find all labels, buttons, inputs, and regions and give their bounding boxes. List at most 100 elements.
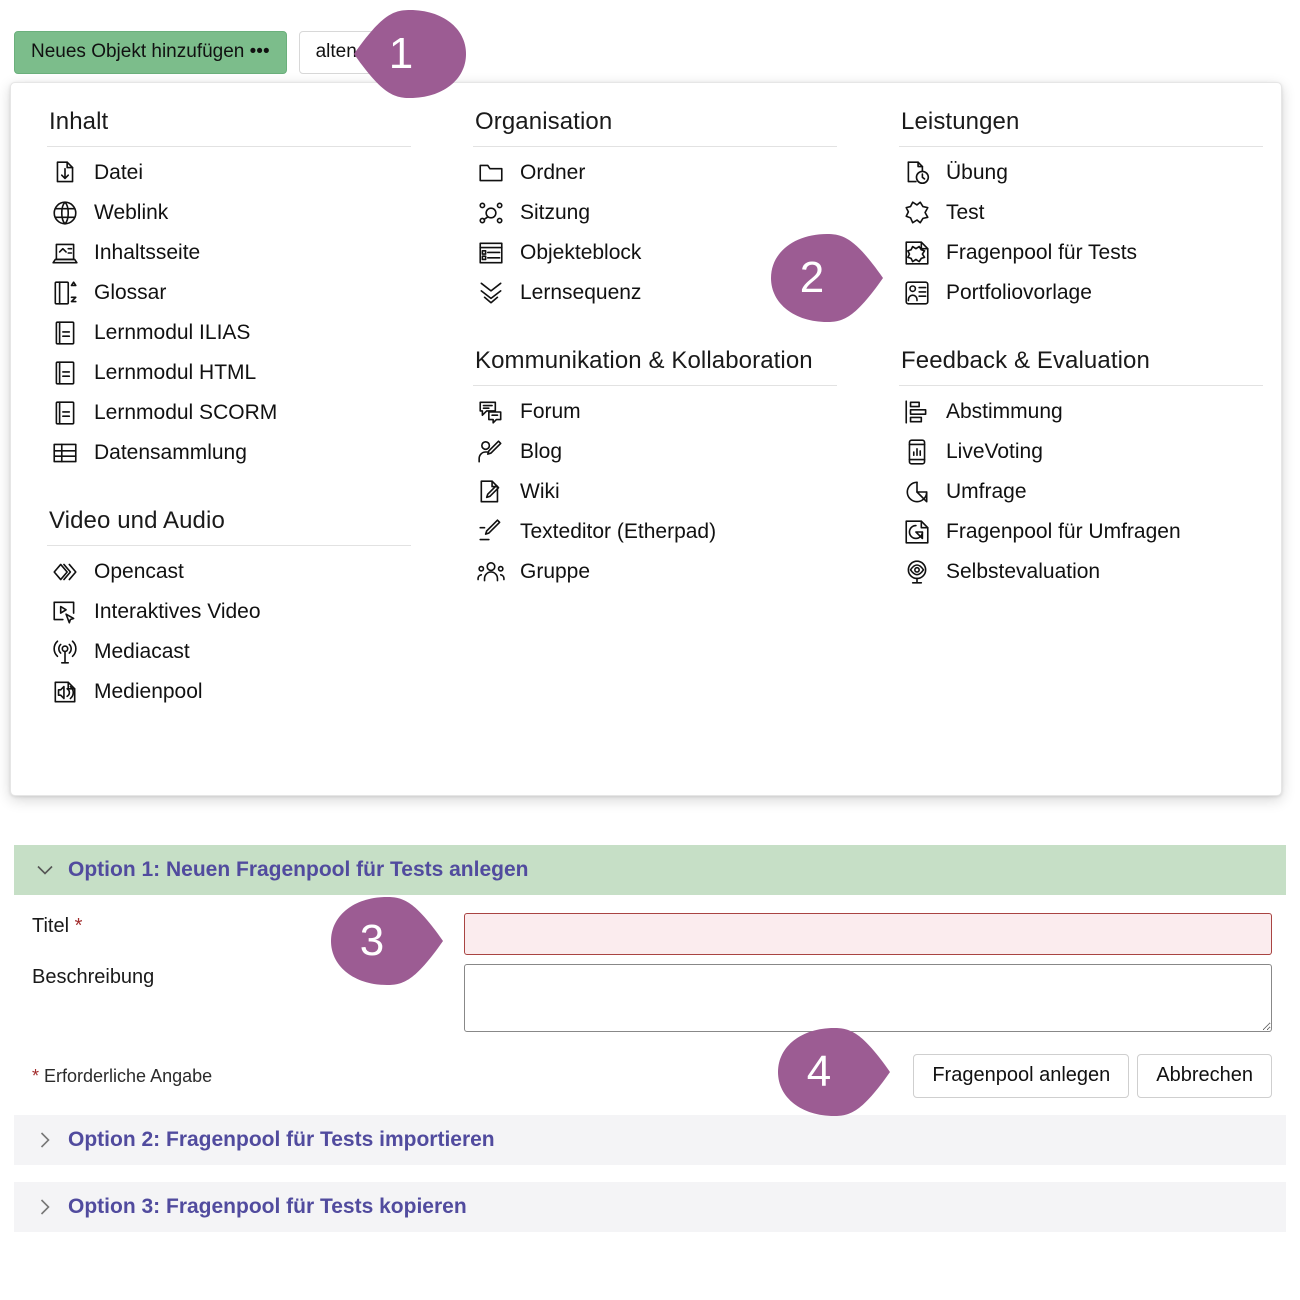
title-label: Titel * [32,915,83,937]
field-row-description: Beschreibung [14,964,1286,1032]
menu-item-label: Datensammlung [94,441,247,464]
accordion-header-option-2[interactable]: Option 2: Fragenpool für Tests importier… [14,1115,1286,1165]
menu-item-fragenpool-f-r-tests[interactable]: Fragenpool für Tests [899,233,1263,273]
divider [47,146,411,147]
speaker-sound-icon [51,678,79,706]
menu-item-label: Forum [520,400,581,423]
menu-item-selbstevaluation[interactable]: Selbstevaluation [899,552,1263,592]
fragenpool-form: Option 1: Neuen Fragenpool für Tests anl… [14,845,1286,1232]
menu-item-label: Übung [946,161,1008,184]
menu-item-label: Test [946,201,985,224]
menu-item-medienpool[interactable]: Medienpool [47,672,411,712]
accordion-label-option-2: Option 2: Fragenpool für Tests importier… [68,1128,495,1151]
menu-group-title: Organisation [475,108,613,135]
accordion-label-option-3: Option 3: Fragenpool für Tests kopieren [68,1195,467,1218]
menu-item-ordner[interactable]: Ordner [473,153,837,193]
menu-item-glossar[interactable]: Glossar [47,273,411,313]
exercise-clock-icon [903,159,931,187]
content-page-icon [51,239,79,267]
menu-item-forum[interactable]: Forum [473,392,837,432]
menu-item-label: Mediacast [94,640,190,663]
test-puzzle-icon [903,199,931,227]
chevron-down-icon [36,861,54,879]
self-evaluation-eye-icon [903,558,931,586]
poll-bars-icon [903,398,931,426]
menu-item-objekteblock[interactable]: Objekteblock [473,233,837,273]
menu-item-lernmodul-html[interactable]: Lernmodul HTML [47,353,411,393]
menu-item-label: Portfoliovorlage [946,281,1092,304]
menu-item-gruppe[interactable]: Gruppe [473,552,837,592]
accordion-header-option-1[interactable]: Option 1: Neuen Fragenpool für Tests anl… [14,845,1286,895]
menu-item-livevoting[interactable]: LiveVoting [899,432,1263,472]
menu-item-label: Medienpool [94,680,203,703]
menu-item-test[interactable]: Test [899,193,1263,233]
menu-group-title: Kommunikation & Kollaboration [475,347,813,374]
menu-item-label: Lernmodul ILIAS [94,321,251,344]
required-note: * Erforderliche Angabe [32,1065,213,1086]
glossary-az-icon [51,279,79,307]
menu-item-label: Gruppe [520,560,591,583]
learning-module-icon [51,359,79,387]
menu-item-label: Lernmodul SCORM [94,401,278,424]
menu-item-mediacast[interactable]: Mediacast [47,632,411,672]
menu-item-label: Lernsequenz [520,281,642,304]
menu-item-label: Wiki [520,480,560,503]
step-badge-2: 2 [765,232,885,324]
menu-item-interaktives-video[interactable]: Interaktives Video [47,592,411,632]
menu-item-label: Weblink [94,201,169,224]
menu-item-label: Objekteblock [520,241,642,264]
accordion-label-option-1: Option 1: Neuen Fragenpool für Tests anl… [68,858,529,881]
menu-item-lernsequenz[interactable]: Lernsequenz [473,273,837,313]
divider [473,385,837,386]
menu-item-label: Fragenpool für Tests [946,241,1138,264]
menu-item-umfrage[interactable]: Umfrage [899,472,1263,512]
menu-item-opencast[interactable]: Opencast [47,552,411,592]
menu-item-label: Sitzung [520,201,591,224]
menu-item-weblink[interactable]: Weblink [47,193,411,233]
menu-item-label: Texteditor (Etherpad) [520,520,717,543]
globe-link-icon [51,199,79,227]
accordion-header-option-3[interactable]: Option 3: Fragenpool für Tests kopieren [14,1182,1286,1232]
menu-item-lernmodul-ilias[interactable]: Lernmodul ILIAS [47,313,411,353]
table-grid-icon [51,439,79,467]
create-question-pool-button[interactable]: Fragenpool anlegen [913,1054,1130,1098]
menu-item-label: Glossar [94,281,167,304]
cancel-button[interactable]: Abbrechen [1137,1054,1272,1098]
divider [473,146,837,147]
menu-item-sitzung[interactable]: Sitzung [473,193,837,233]
add-new-object-button[interactable]: Neues Objekt hinzufügen ••• [14,31,287,74]
menu-item-texteditor-etherpad[interactable]: Texteditor (Etherpad) [473,512,837,552]
menu-item-lernmodul-scorm[interactable]: Lernmodul SCORM [47,393,411,433]
menu-item-blog[interactable]: Blog [473,432,837,472]
forum-bubbles-icon [477,398,505,426]
menu-item-label: Selbstevaluation [946,560,1101,583]
menu-item-wiki[interactable]: Wiki [473,472,837,512]
menu-item-bung[interactable]: Übung [899,153,1263,193]
question-pool-survey-icon [903,518,931,546]
form-actions: Fragenpool anlegen Abbrechen [913,1054,1272,1098]
title-input[interactable] [464,913,1272,955]
menu-item-inhaltsseite[interactable]: Inhaltsseite [47,233,411,273]
menu-item-label: Ordner [520,161,586,184]
menu-item-datensammlung[interactable]: Datensammlung [47,433,411,473]
menu-item-datei[interactable]: Datei [47,153,411,193]
menu-item-fragenpool-f-r-umfragen[interactable]: Fragenpool für Umfragen [899,512,1263,552]
menu-group-title: Feedback & Evaluation [901,347,1150,374]
portfolio-template-icon [903,279,931,307]
divider [899,146,1263,147]
menu-group-title: Leistungen [901,108,1020,135]
survey-pie-icon [903,478,931,506]
menu-item-portfoliovorlage[interactable]: Portfoliovorlage [899,273,1263,313]
menu-item-abstimmung[interactable]: Abstimmung [899,392,1263,432]
step-badge-1: 1 [352,8,472,100]
menu-group-title: Inhalt [49,108,109,135]
description-textarea[interactable] [464,964,1272,1032]
